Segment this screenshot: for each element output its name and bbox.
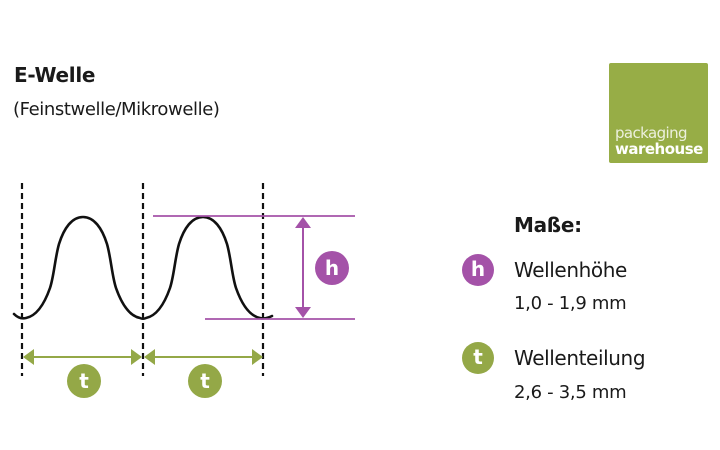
height-arrow-up-icon [295, 217, 311, 228]
logo-text-packaging: packaging [615, 124, 688, 142]
page-title: E-Welle [14, 63, 96, 87]
legend-label-wave-pitch: Wellenteilung [514, 346, 646, 370]
pitch-arrow-1-right-icon [131, 349, 142, 365]
pitch-badge-diagram-2 [188, 364, 222, 398]
legend-value-wave-height: 1,0 - 1,9 mm [514, 293, 627, 314]
pitch-arrow-1-left-icon [23, 349, 34, 365]
legend-heading: Maße: [514, 213, 582, 237]
flute-wave [12, 215, 274, 321]
page-subtitle: (Feinstwelle/Mikrowelle) [13, 99, 220, 120]
height-arrow-down-icon [295, 307, 311, 318]
legend-label-wave-height: Wellenhöhe [514, 258, 627, 282]
pitch-badge-diagram-2-letter: t [200, 369, 210, 393]
legend-value-wave-pitch: 2,6 - 3,5 mm [514, 382, 627, 403]
pitch-arrow-2-left-icon [144, 349, 155, 365]
height-badge-diagram [315, 251, 349, 285]
pitch-arrow-2-right-icon [252, 349, 263, 365]
height-badge-icon: h [462, 254, 494, 286]
guide-lines [20, 183, 265, 376]
pitch-badge-icon: t [462, 342, 494, 374]
logo-text-warehouse: warehouse [615, 140, 703, 158]
height-dimension [153, 215, 355, 320]
height-badge-diagram-letter: h [325, 256, 339, 280]
pitch-badge-diagram-1 [67, 364, 101, 398]
packaging-warehouse-logo: packaging warehouse [609, 63, 708, 163]
pitch-dimension [23, 349, 263, 365]
pitch-badge-diagram-1-letter: t [79, 369, 89, 393]
